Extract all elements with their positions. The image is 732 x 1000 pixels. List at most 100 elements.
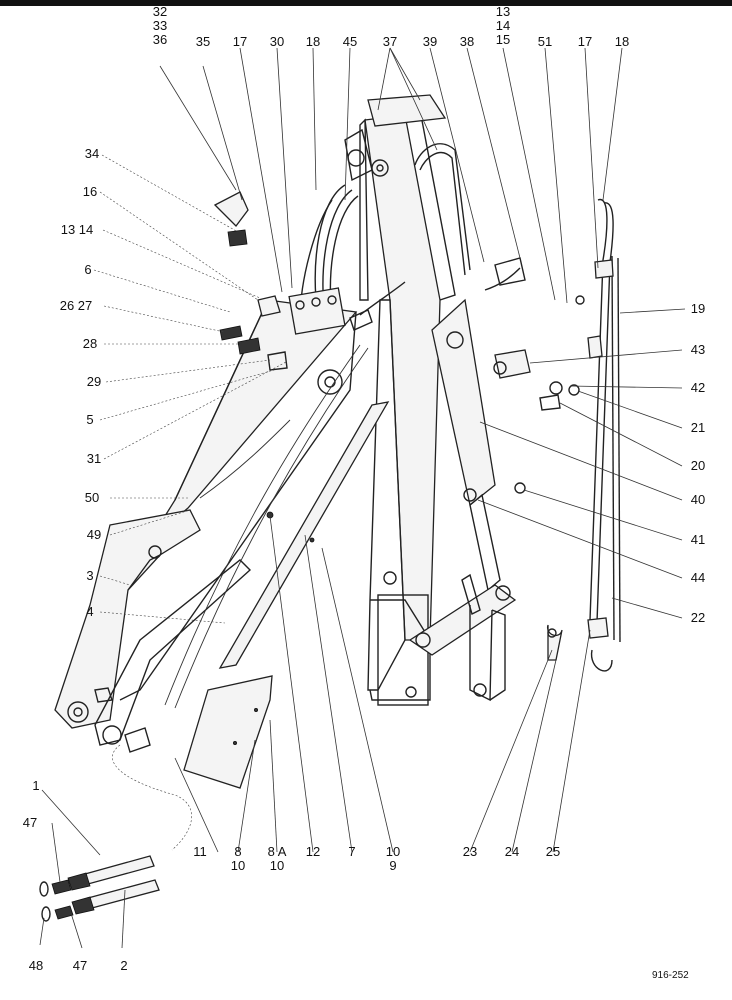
- callout-line: 30: [270, 34, 284, 49]
- callout-47b: 47: [73, 958, 87, 973]
- callout-41: 41: [691, 532, 705, 547]
- callout-6: 6: [84, 262, 91, 277]
- callout-line: 5: [86, 412, 93, 427]
- callout-line: 4: [86, 604, 93, 619]
- callout-line: 44: [691, 570, 705, 585]
- drawing-reference-code: 916-252: [652, 970, 689, 981]
- top-left-components: [213, 191, 288, 371]
- callout-line: 32: [153, 4, 167, 19]
- callout-line: 34: [85, 146, 99, 161]
- rocker-link: [408, 573, 517, 656]
- callout-18a: 18: [306, 34, 320, 49]
- callout-38: 38: [460, 34, 474, 49]
- callout-21: 21: [691, 420, 705, 435]
- callout-7: 7: [348, 844, 355, 859]
- callout-line: 38: [460, 34, 474, 49]
- callout-line: 35: [196, 34, 210, 49]
- callout-47a: 47: [23, 815, 37, 830]
- callout-line: 10: [270, 858, 284, 873]
- callout-line: 22: [691, 610, 705, 625]
- top-pivot-bracket: [344, 94, 447, 182]
- callout-line: 42: [691, 380, 705, 395]
- callout-49: 49: [87, 527, 101, 542]
- callout-line: 18: [615, 34, 629, 49]
- callout-line: 12: [306, 844, 320, 859]
- callout-line: 29: [87, 374, 101, 389]
- lower-hoses-fittings: [39, 855, 160, 922]
- callout-line: 13: [496, 4, 510, 19]
- callout-line: 33: [153, 18, 167, 33]
- callout-line: 43: [691, 342, 705, 357]
- callout-3: 3: [86, 568, 93, 583]
- right-hose-assembly: [587, 199, 621, 672]
- callout-line: 23: [463, 844, 477, 859]
- callout-line: 8 A: [268, 844, 287, 859]
- callout-22: 22: [691, 610, 705, 625]
- callout-line: 7: [348, 844, 355, 859]
- callout-line: 20: [691, 458, 705, 473]
- callout-line: 6: [84, 262, 91, 277]
- callout-40: 40: [691, 492, 705, 507]
- lower-fork: [469, 605, 506, 702]
- callout-29: 29: [87, 374, 101, 389]
- callout-line: 19: [691, 301, 705, 316]
- callout-1: 1: [32, 778, 39, 793]
- callout-35: 35: [196, 34, 210, 49]
- callout-line: 51: [538, 34, 552, 49]
- dashed-routing-line: [112, 744, 192, 851]
- callout-line: 10: [231, 858, 245, 873]
- callout-12: 12: [306, 844, 320, 859]
- callout-19: 19: [691, 301, 705, 316]
- callout-5: 5: [86, 412, 93, 427]
- callout-line: 26 27: [60, 298, 93, 313]
- callout-17a: 17: [233, 34, 247, 49]
- top-border-rule: [0, 0, 732, 6]
- callout-28: 28: [83, 336, 97, 351]
- callout-line: 36: [153, 32, 167, 47]
- callout-line: 50: [85, 490, 99, 505]
- callout-50: 50: [85, 490, 99, 505]
- lower-dipper: [94, 559, 252, 753]
- callout-16: 16: [83, 184, 97, 199]
- cylinder-fittings: [493, 257, 585, 494]
- callout-line: 15: [496, 32, 510, 47]
- callout-43: 43: [691, 342, 705, 357]
- callout-line: 9: [389, 858, 396, 873]
- callout-4: 4: [86, 604, 93, 619]
- callout-48: 48: [29, 958, 43, 973]
- callout-39: 39: [423, 34, 437, 49]
- callout-37: 37: [383, 34, 397, 49]
- callout-44: 44: [691, 570, 705, 585]
- left-boom-arm: [119, 299, 358, 701]
- callout-leaders: [39, 47, 686, 949]
- callout-line: 2: [120, 958, 127, 973]
- callout-line: 1: [32, 778, 39, 793]
- callout-20: 20: [691, 458, 705, 473]
- callout-line: 37: [383, 34, 397, 49]
- callout-18b: 18: [615, 34, 629, 49]
- main-cylinder: [431, 298, 501, 592]
- callout-line: 17: [578, 34, 592, 49]
- callout-line: 16: [83, 184, 97, 199]
- callout-line: 8: [234, 844, 241, 859]
- callout-45: 45: [343, 34, 357, 49]
- callout-line: 45: [343, 34, 357, 49]
- callout-line: 25: [546, 844, 560, 859]
- callout-line: 17: [233, 34, 247, 49]
- dipper-arm: [54, 509, 201, 729]
- callout-line: 49: [87, 527, 101, 542]
- callout-line: 28: [83, 336, 97, 351]
- tapered-plate: [183, 675, 273, 789]
- callout-line: 10: [386, 844, 400, 859]
- callout-line: 47: [23, 815, 37, 830]
- callout-24: 24: [505, 844, 519, 859]
- callout-line: 13 14: [61, 222, 94, 237]
- callout-line: 31: [87, 451, 101, 466]
- callout-line: 47: [73, 958, 87, 973]
- callout-line: 24: [505, 844, 519, 859]
